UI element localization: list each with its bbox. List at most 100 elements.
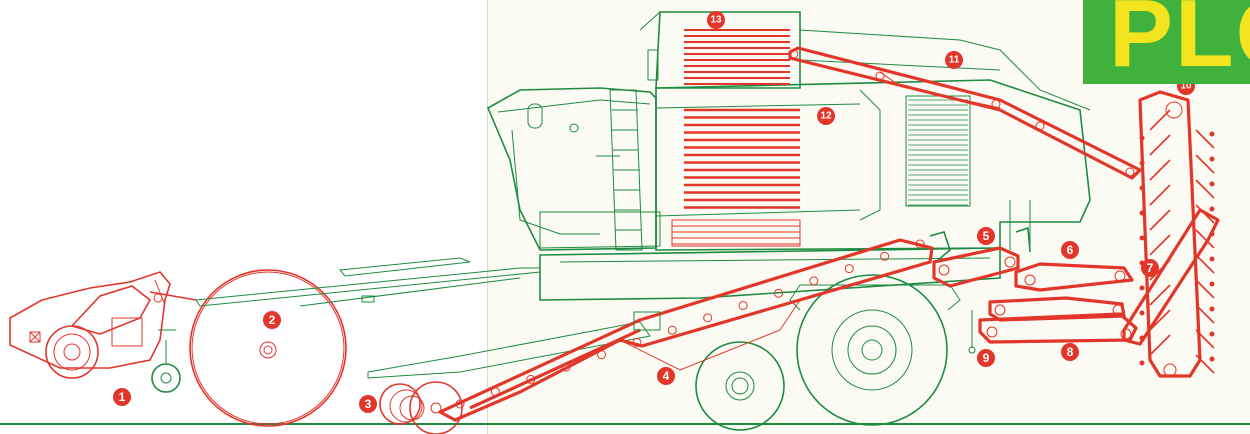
callout-6: 6	[1061, 241, 1079, 259]
top-conveyor	[788, 46, 1142, 180]
elevator-paddle	[1195, 304, 1215, 324]
top-roller	[1125, 167, 1135, 177]
brand-logo: PLO	[1083, 0, 1250, 84]
elevator-paddle	[1149, 184, 1171, 206]
callout-1: 1	[113, 388, 131, 406]
machine-body	[486, 11, 1091, 301]
paper-left-panel	[0, 0, 488, 434]
hopper-slats	[684, 29, 800, 209]
belt-roller	[880, 251, 890, 261]
svg-text:12: 12	[820, 111, 832, 122]
elevator-dot	[1139, 160, 1145, 166]
elevator-dot	[1139, 335, 1145, 341]
belt-roller	[667, 325, 677, 335]
top-roller	[1035, 121, 1045, 131]
cleaning-section	[929, 226, 1138, 354]
front-wheel	[189, 269, 347, 427]
elevator-paddle	[1149, 309, 1171, 331]
cleaning-roller	[994, 304, 1006, 316]
callout-12: 12	[817, 107, 835, 125]
top-roller	[991, 99, 1001, 109]
elevator-dot	[1139, 285, 1145, 291]
belt-roller	[526, 374, 536, 384]
svg-text:2: 2	[269, 313, 276, 327]
mid-wheel	[695, 341, 785, 431]
belt-roller	[455, 399, 465, 409]
belt-roller	[632, 337, 642, 347]
elevator-paddle	[1195, 204, 1215, 224]
svg-text:11: 11	[949, 55, 960, 66]
svg-text:6: 6	[1067, 243, 1074, 257]
elevator-dot	[1209, 156, 1215, 162]
belt-roller	[703, 313, 713, 323]
elevator-dot	[1209, 331, 1215, 337]
svg-text:10: 10	[1180, 81, 1192, 92]
elevator-paddle	[1195, 329, 1215, 349]
drawbar	[195, 257, 541, 307]
elevator-belt	[438, 238, 934, 422]
belt-roller	[915, 239, 925, 249]
topper-unit	[9, 271, 197, 393]
elevator-dot	[1209, 306, 1215, 312]
rear-wheel	[789, 274, 961, 426]
elevator-paddle	[1149, 334, 1171, 356]
cleaning-roller	[1114, 270, 1126, 282]
elevator-paddle	[1195, 254, 1215, 274]
callout-7: 7	[1141, 259, 1159, 277]
belt-roller	[597, 350, 607, 360]
belt-roller	[561, 362, 571, 372]
callout-9: 9	[977, 349, 995, 367]
elevator-dot	[1139, 135, 1145, 141]
elevator-dot	[1139, 360, 1145, 366]
elevator-dot	[1209, 231, 1215, 237]
belt-roller	[844, 264, 854, 274]
page-fold-line	[487, 0, 488, 434]
elevator-dot	[1209, 206, 1215, 212]
elevator-paddle	[1149, 159, 1171, 181]
svg-text:5: 5	[983, 229, 990, 243]
callout-3: 3	[359, 395, 377, 413]
elevator-dot	[1209, 281, 1215, 287]
elevator-paddle	[1195, 154, 1215, 174]
elevator-paddle	[1195, 354, 1215, 374]
svg-text:13: 13	[710, 15, 722, 26]
elevator-paddle	[1195, 229, 1215, 249]
belt-roller	[490, 387, 500, 397]
rear-elevator	[1122, 90, 1220, 378]
callout-5: 5	[977, 227, 995, 245]
svg-text:3: 3	[365, 397, 372, 411]
intake-pickup	[367, 321, 651, 434]
elevator-dot	[1209, 256, 1215, 262]
elevator-dot	[1139, 185, 1145, 191]
callout-13: 13	[707, 11, 725, 29]
belt-roller	[738, 301, 748, 311]
svg-text:1: 1	[119, 390, 126, 404]
brand-logo-text: PLO	[1109, 0, 1250, 84]
cleaning-roller	[1004, 256, 1016, 268]
belt-roller	[809, 276, 819, 286]
elevator-dot	[1209, 356, 1215, 362]
elevator-paddle	[1149, 209, 1171, 231]
elevator-paddle	[1149, 134, 1171, 156]
svg-text:4: 4	[663, 369, 670, 383]
top-roller	[875, 71, 885, 81]
elevator-paddle	[1195, 179, 1215, 199]
belt-roller	[773, 288, 783, 298]
elevator-dot	[1139, 310, 1145, 316]
top-roller	[789, 49, 799, 59]
cleaning-roller	[986, 326, 998, 338]
svg-text:8: 8	[1067, 345, 1074, 359]
elevator-paddle	[1149, 259, 1171, 281]
svg-text:9: 9	[983, 351, 990, 365]
elevator-paddle	[1195, 129, 1215, 149]
svg-text:7: 7	[1147, 261, 1154, 275]
callout-8: 8	[1061, 343, 1079, 361]
elevator-paddle	[1195, 279, 1215, 299]
cleaning-roller	[938, 264, 950, 276]
callout-4: 4	[657, 367, 675, 385]
elevator-dot	[1209, 131, 1215, 137]
cleaning-roller	[1112, 304, 1124, 316]
elevator-dot	[1209, 181, 1215, 187]
